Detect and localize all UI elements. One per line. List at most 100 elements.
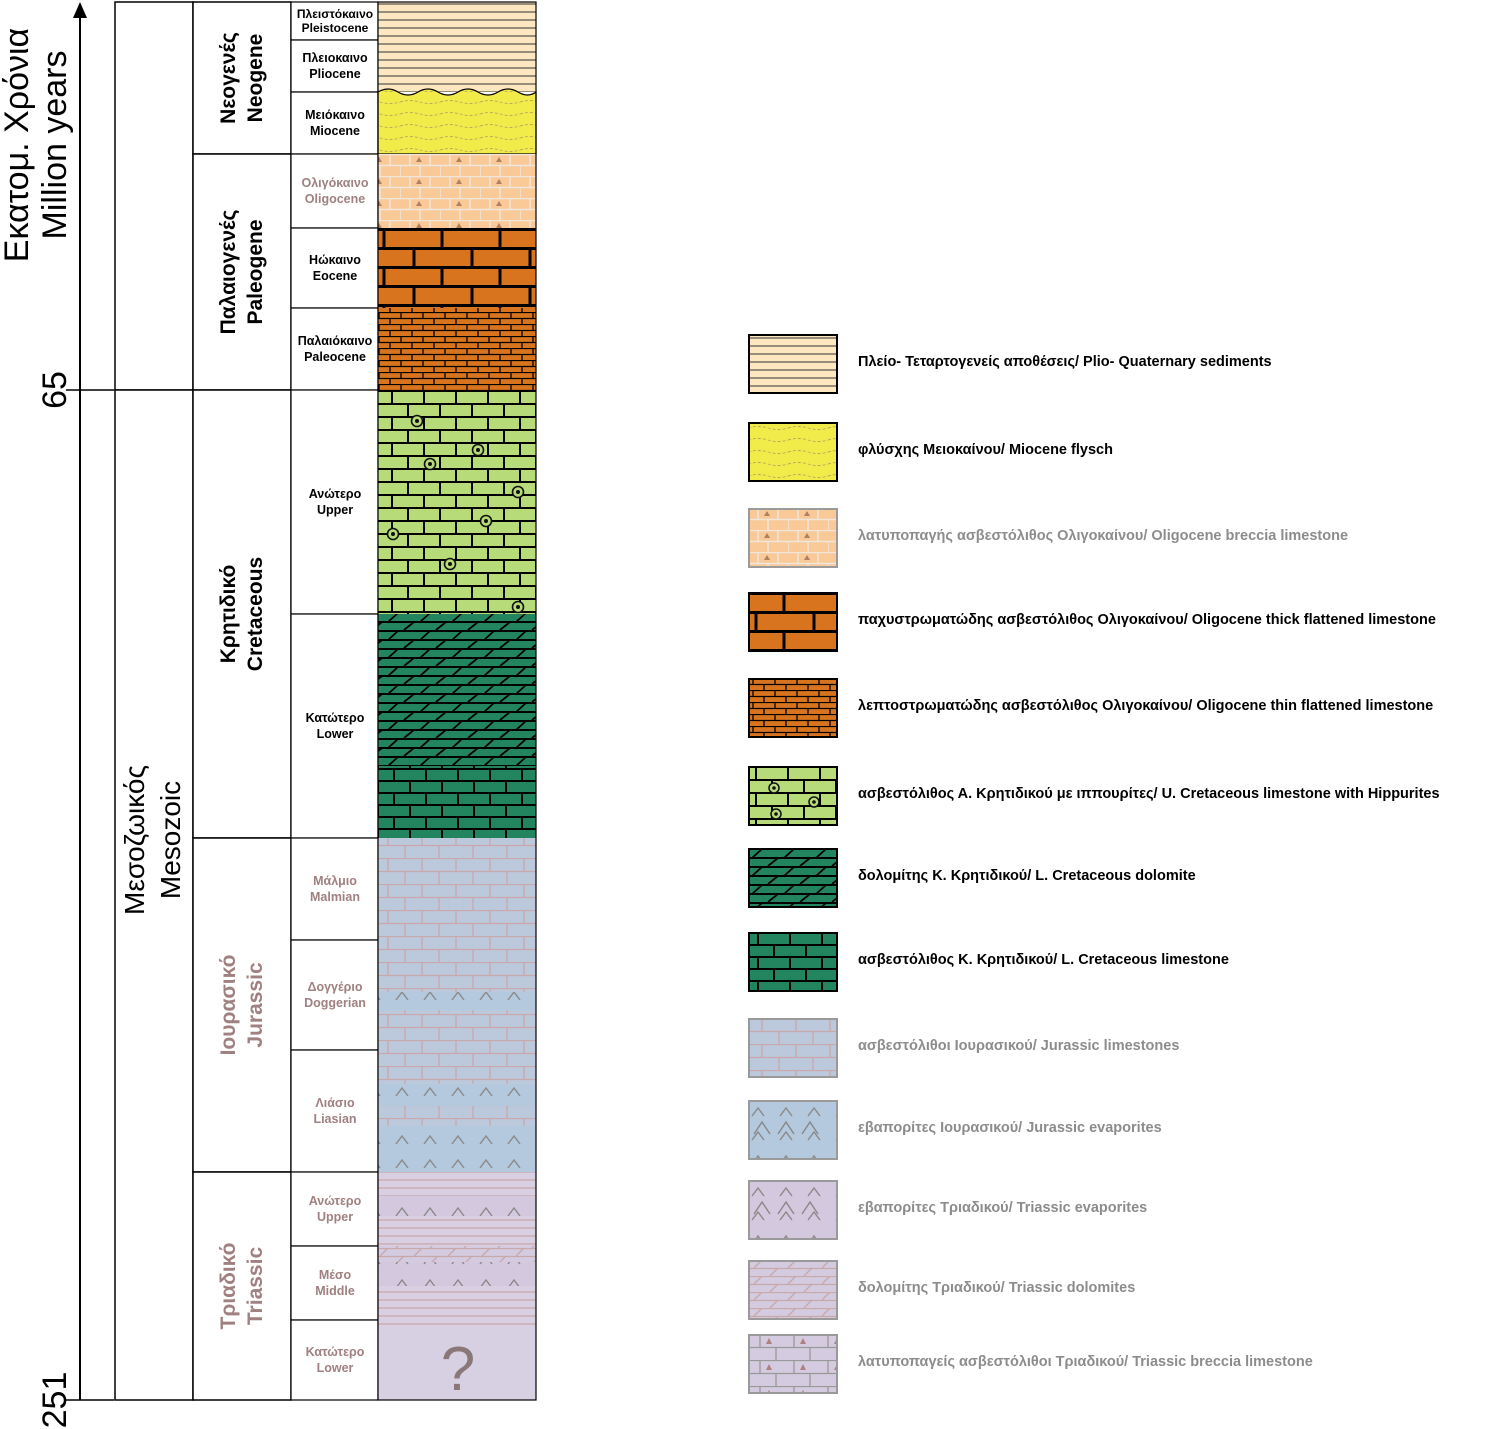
epoch-cell	[290, 307, 379, 391]
period-label-english: Jurassic	[244, 962, 267, 1048]
hippurite-core-icon	[476, 448, 480, 452]
legend-swatch-olbrec	[748, 508, 838, 568]
epoch-cell	[290, 1, 379, 41]
legend-swatch-jevap	[748, 1100, 838, 1160]
epoch-label-english: Upper	[317, 503, 353, 517]
hippurite-core-icon	[391, 532, 395, 536]
litho-oligocene-breccia	[378, 154, 536, 228]
legend-item-tevap: εβαπορίτες Τριαδικού/ Triassic evaporite…	[740, 1180, 1500, 1242]
epoch-cell	[290, 939, 379, 1051]
legend-item-flysch: φλύσχης Μειοκαίνου/ Miocene flysch	[740, 422, 1500, 484]
axis-title-english: Million years	[36, 51, 74, 240]
period-cell-neogene	[192, 1, 292, 155]
legend-item-jlime: ασβεστόλιθοι Ιουρασικού/ Jurassic limest…	[740, 1018, 1500, 1080]
litho-eocene-thick-limestone	[378, 228, 536, 308]
litho-jurassic-evaporite-band-1	[378, 992, 536, 1010]
period-label-english: Neogene	[244, 34, 267, 123]
epoch-cell	[290, 613, 379, 839]
litho-jurassic-limestone-upper	[378, 838, 536, 992]
legend: Πλείο- Τεταρτογενείς αποθέσεις/ Plio- Qu…	[740, 0, 1500, 1429]
period-label-greek: Κρητιδικό	[217, 565, 240, 664]
epoch-label-english: Paleocene	[304, 350, 366, 364]
legend-item-kdol: δολομίτης Κ. Κρητιδικού/ L. Cretaceous d…	[740, 848, 1500, 910]
legend-swatch-kdol	[748, 848, 838, 908]
hippurite-core-icon	[448, 562, 452, 566]
legend-swatch-thin	[748, 678, 838, 738]
epoch-cell	[290, 837, 379, 941]
epoch-label-greek: Μέσο	[319, 1268, 352, 1282]
legend-label: λατυποπαγείς ασβεστόλιθοι Τριαδικού/ Tri…	[858, 1354, 1313, 1370]
legend-label: Πλείο- Τεταρτογενείς αποθέσεις/ Plio- Qu…	[858, 354, 1272, 370]
period-label-english: Paleogene	[244, 219, 267, 324]
epoch-column: ΠλειστόκαινοPleistoceneΠλειοκαινοPliocen…	[290, 1, 379, 1401]
legend-swatch-klime	[748, 932, 838, 992]
epoch-label-greek: Ανώτερο	[309, 1194, 362, 1208]
epoch-label-greek: Μάλμιο	[313, 874, 357, 888]
epoch-cell	[290, 1171, 379, 1247]
axis-tick-label-65: 65	[36, 371, 74, 409]
hippurite-core-icon	[428, 462, 432, 466]
epoch-label-greek: Δογγέριο	[307, 980, 362, 994]
legend-item-thick: παχυστρωματώδης ασβεστόλιθος Ολιγοκαίνου…	[740, 592, 1500, 654]
period-cell-cretaceous	[192, 389, 292, 839]
litho-triassic-lower-unknown	[378, 1328, 536, 1400]
axis-arrowhead-icon	[73, 2, 87, 18]
epoch-label-english: Liasian	[313, 1112, 356, 1126]
epoch-cell	[290, 1049, 379, 1173]
litho-outline	[377, 1, 537, 1401]
litho-plio-quaternary	[378, 2, 536, 92]
hippurite-core-icon	[516, 605, 520, 609]
legend-item-tdol: δολομίτης Τριαδικού/ Triassic dolomites	[740, 1260, 1500, 1322]
litho-jurassic-limestone-low	[378, 1106, 536, 1126]
litho-triassic-lines-upper	[378, 1172, 536, 1196]
legend-label: παχυστρωματώδης ασβεστόλιθος Ολιγοκαίνου…	[858, 612, 1436, 628]
litho-paleocene-thin-limestone	[378, 308, 536, 390]
epoch-label-greek: Κατώτερο	[306, 711, 365, 725]
litho-upper-cretaceous-hippurites	[378, 390, 536, 614]
legend-swatch-hipp	[748, 766, 838, 826]
period-cell-paleogene	[192, 153, 292, 391]
legend-item-olbrec: λατυποπαγής ασβεστόλιθος Ολιγοκαίνου/ Ol…	[740, 508, 1500, 570]
period-cell-jurassic	[192, 837, 292, 1173]
legend-swatch-tdol	[748, 1260, 838, 1320]
epoch-label-greek: Ηώκαινο	[309, 253, 361, 267]
legend-swatch-flysch	[748, 422, 838, 482]
stratigraphic-column: Εκατομ. Χρόνια Million years 65 251 Μεσο…	[0, 1, 537, 1428]
litho-jurassic-limestone-mid	[378, 1010, 536, 1084]
litho-triassic-lines-low	[378, 1286, 536, 1328]
epoch-label-greek: Λιάσιο	[315, 1096, 355, 1110]
epoch-label-greek: Μειόκαινο	[305, 108, 365, 122]
era-label-greek: Μεσοζωικός	[119, 765, 150, 915]
litho-jurassic-evaporite-band-2	[378, 1084, 536, 1106]
legend-label: ασβεστόλιθος Κ. Κρητιδικού/ L. Cretaceou…	[858, 952, 1229, 968]
epoch-cell	[290, 39, 379, 93]
legend-swatch-tbrec	[748, 1334, 838, 1394]
legend-item-tbrec: λατυποπαγείς ασβεστόλιθοι Τριαδικού/ Tri…	[740, 1334, 1500, 1396]
period-cell-triassic	[192, 1171, 292, 1401]
legend-label: λατυποπαγής ασβεστόλιθος Ολιγοκαίνου/ Ol…	[858, 528, 1349, 544]
era-cell-mesozoic	[114, 389, 194, 1401]
litho-triassic-evaporite-upper	[378, 1196, 536, 1216]
hippurite-fossils	[386, 414, 525, 614]
hippurite-core-icon	[415, 419, 419, 423]
epoch-label-greek: Πλειστόκαινο	[297, 7, 373, 21]
epoch-label-english: Lower	[317, 727, 354, 741]
epoch-label-greek: Ανώτερο	[309, 487, 362, 501]
legend-item-klime: ασβεστόλιθος Κ. Κρητιδικού/ L. Cretaceou…	[740, 932, 1500, 994]
hippurite-core-icon	[484, 519, 488, 523]
period-label-greek: Ιουρασικό	[217, 955, 240, 1056]
litho-lower-cretaceous-limestone	[378, 766, 536, 838]
legend-label: εβαπορίτες Ιουρασικού/ Jurassic evaporit…	[858, 1120, 1162, 1136]
unknown-question-mark: ?	[441, 1335, 475, 1404]
litho-triassic-evaporite-middle	[378, 1262, 536, 1286]
epoch-cell	[290, 227, 379, 309]
epoch-label-english: Middle	[315, 1284, 355, 1298]
legend-item-jevap: εβαπορίτες Ιουρασικού/ Jurassic evaporit…	[740, 1100, 1500, 1162]
legend-item-thin: λεπτοστρωματώδης ασβεστόλιθος Ολιγοκαίνο…	[740, 678, 1500, 740]
period-label-greek: Νεογενές	[217, 32, 240, 124]
litho-triassic-dolomite	[378, 1246, 536, 1262]
epoch-label-english: Doggerian	[304, 996, 366, 1010]
period-label-english: Cretaceous	[244, 557, 267, 671]
legend-label: δολομίτης Κ. Κρητιδικού/ L. Cretaceous d…	[858, 868, 1196, 884]
